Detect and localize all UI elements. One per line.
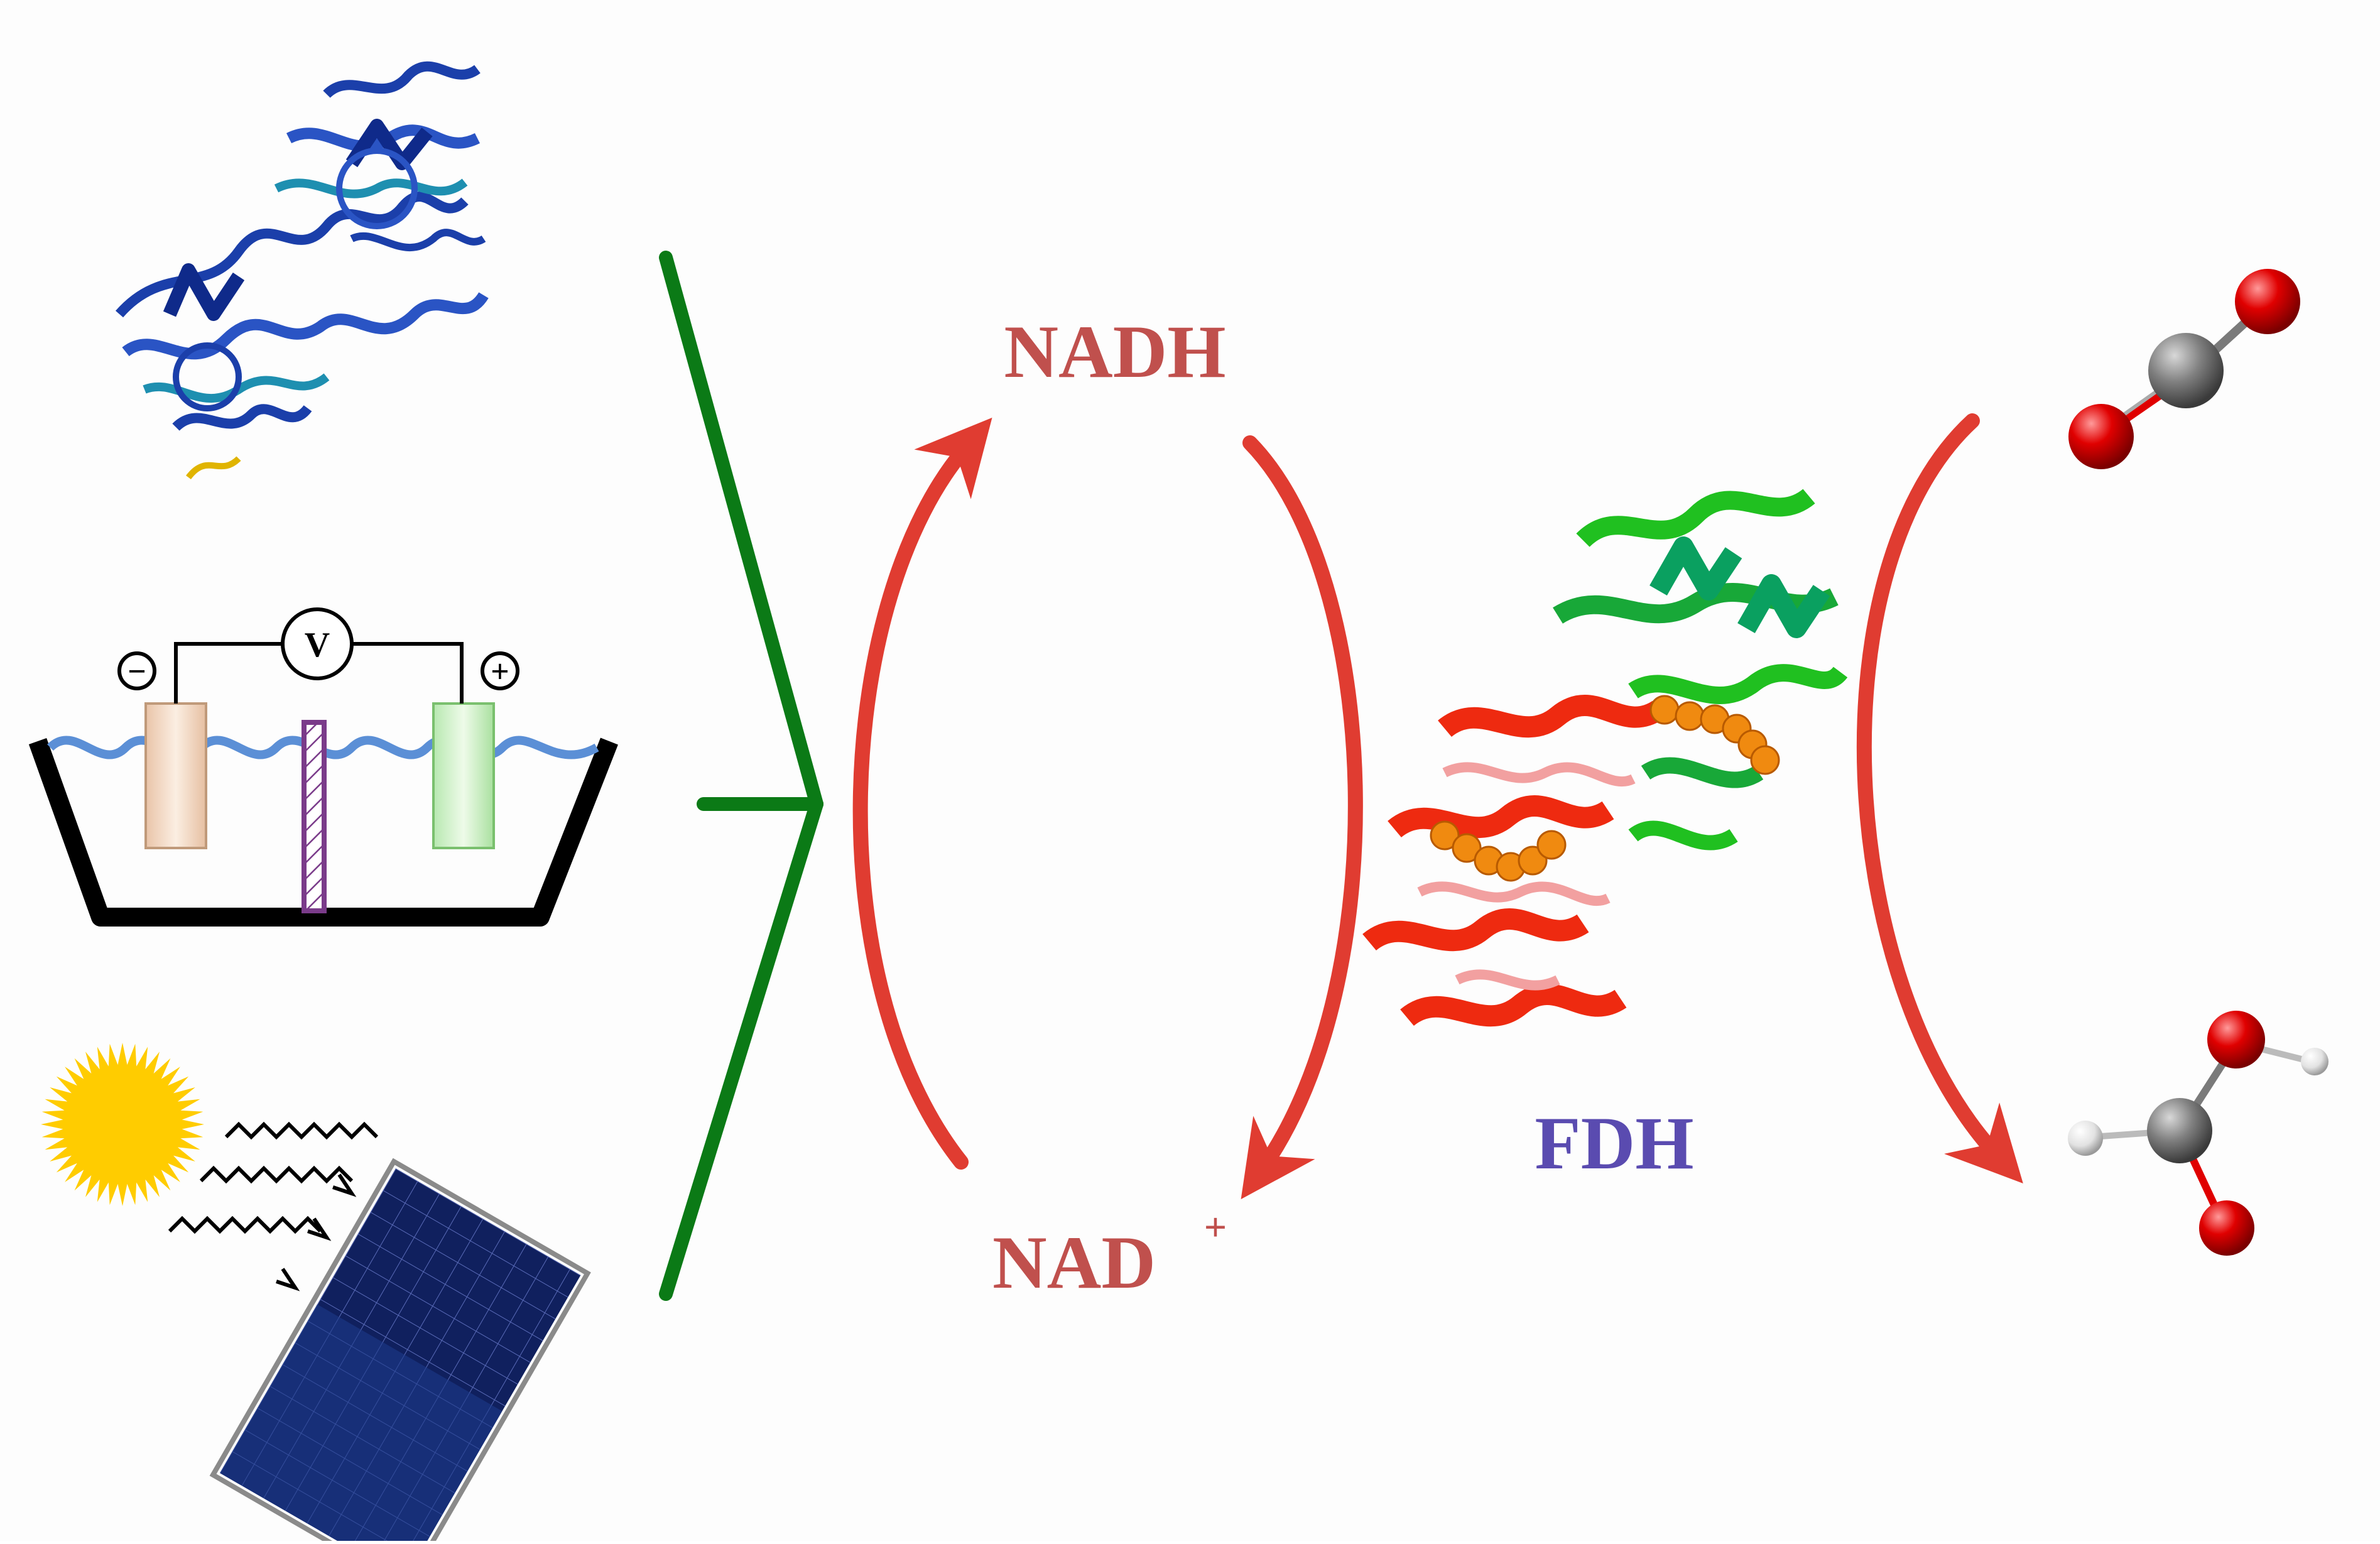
nadh-to-nad-arrow bbox=[1241, 435, 1363, 1200]
formic-acid-molecule-icon bbox=[2068, 1011, 2328, 1256]
nad-label: NAD bbox=[992, 1221, 1156, 1304]
voltmeter-icon bbox=[281, 607, 354, 680]
minus-terminal-icon bbox=[117, 651, 156, 690]
nad-to-nadh-arrow bbox=[852, 417, 992, 1170]
protein-structure-blue-icon bbox=[115, 61, 489, 480]
electrochemical-cell-icon: V − + bbox=[28, 607, 618, 927]
plus-terminal-label: + bbox=[491, 654, 509, 690]
sun-icon bbox=[41, 1043, 204, 1206]
plus-terminal-icon bbox=[481, 651, 519, 690]
green-convergence-bracket bbox=[659, 251, 823, 1301]
co2-to-formate-arrow bbox=[1856, 413, 2023, 1184]
solar-panel-icon bbox=[209, 1158, 591, 1544]
voltmeter-label: V bbox=[305, 626, 330, 665]
co2-molecule-icon bbox=[2068, 269, 2300, 469]
fdh-label: FDH bbox=[1535, 1101, 1693, 1185]
fdh-protein-structure-icon bbox=[1362, 488, 1848, 1027]
nad-cycle-arrows bbox=[852, 417, 1363, 1200]
sun-disc bbox=[63, 1065, 182, 1184]
minus-terminal-label: − bbox=[128, 654, 146, 690]
light-wave-arrows bbox=[168, 1121, 379, 1291]
nadh-label: NADH bbox=[1004, 310, 1225, 393]
nad-superscript: + bbox=[1204, 1205, 1227, 1249]
